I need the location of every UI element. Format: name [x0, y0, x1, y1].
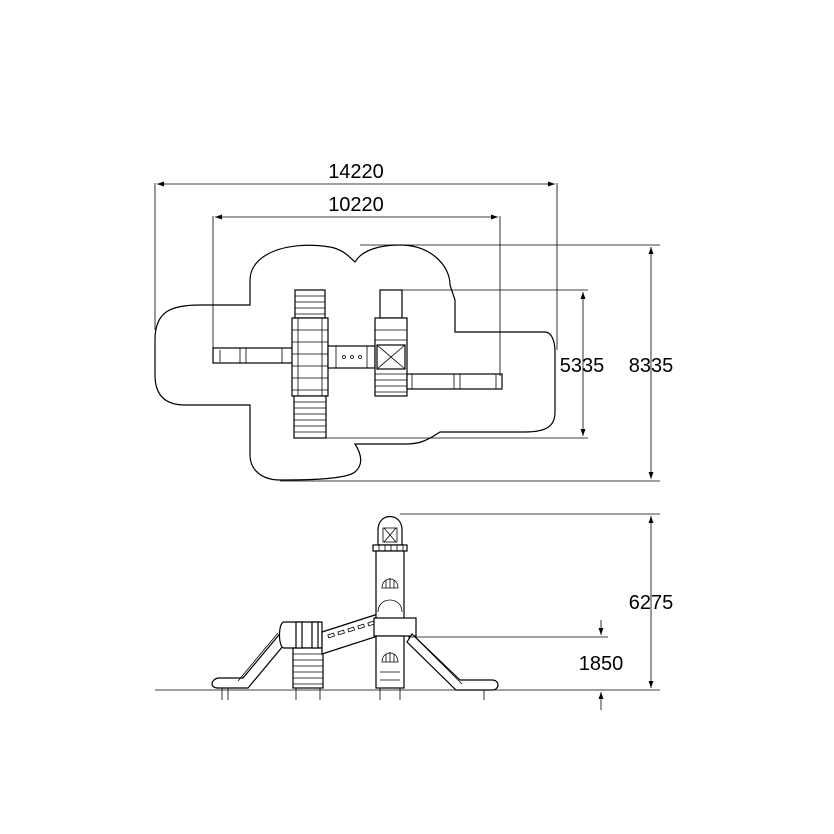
plan-left-slide: [212, 347, 296, 364]
plan-right-tower: [374, 289, 408, 397]
elevation-right-slide: [406, 633, 499, 700]
elevation-left-slide: [211, 628, 289, 700]
dim-label-8335: 8335: [629, 355, 674, 377]
dim-label-5335: 5335: [560, 355, 605, 377]
plan-left-tower: [291, 289, 329, 439]
elevation-tower: [372, 515, 417, 700]
elevation-left-deck: [278, 621, 324, 700]
dim-label-1850: 1850: [579, 653, 624, 675]
dim-label-10220: 10220: [328, 194, 384, 216]
plan-right-slide: [406, 373, 503, 390]
dim-label-6275: 6275: [629, 592, 674, 614]
plan-bridge: [327, 345, 376, 369]
safety-zone-outline: [154, 244, 556, 481]
dim-label-14220: 14220: [328, 161, 384, 183]
elevation-view: 6275 1850: [155, 513, 674, 710]
plan-view: 14220 10220 5335 8335: [154, 161, 674, 482]
elevation-bridge: [321, 613, 379, 655]
